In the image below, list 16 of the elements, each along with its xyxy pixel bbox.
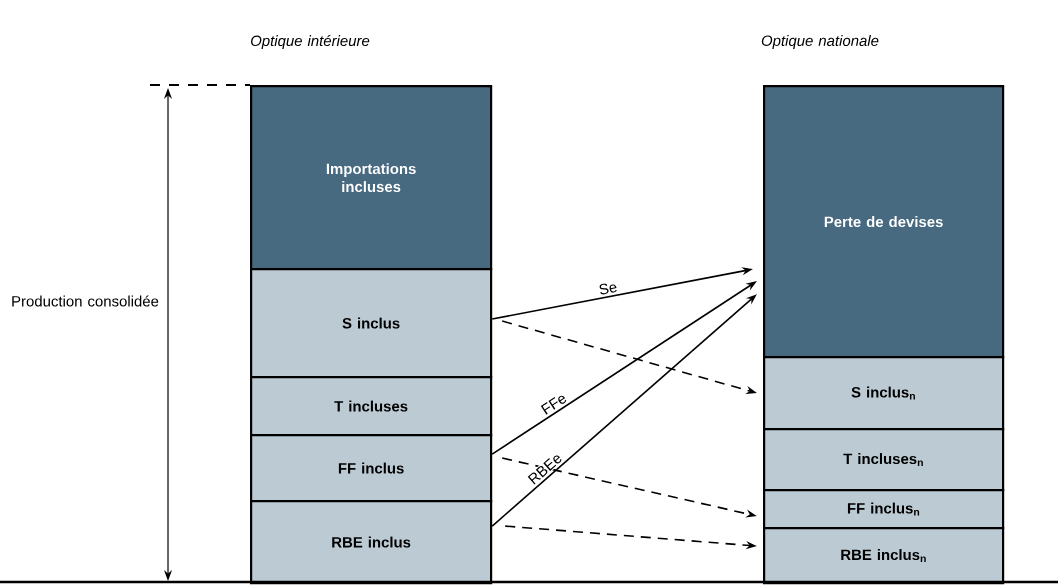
stacked-bar-segment: RBE inclus$_{n}$ (763, 527, 1005, 585)
stacked-bar-segment: T incluses$_{n}$ (763, 428, 1005, 492)
edge-label: FFe (540, 395, 567, 415)
stacked-bar-segment: S inclus (250, 268, 493, 379)
stacked-bar-segment: T incluses (250, 376, 493, 437)
column-heading: Optique nationale (761, 35, 879, 49)
stacked-bar-segment: FF inclus$_{n}$ (763, 489, 1005, 530)
column-heading: Optique intérieure (251, 34, 370, 50)
arrow (491, 294, 757, 527)
stacked-bar-segment: Importations incluses (250, 85, 493, 271)
axis-label: Production consolidée (12, 295, 159, 307)
edge-label: Se (599, 283, 617, 295)
stacked-bar-segment: FF inclus (250, 434, 493, 503)
stacked-bar-segment: Perte de devises (763, 85, 1005, 359)
stacked-bar-segment: S inclus$_{n}$ (763, 356, 1005, 431)
stacked-bar-segment: RBE inclus (250, 500, 493, 585)
